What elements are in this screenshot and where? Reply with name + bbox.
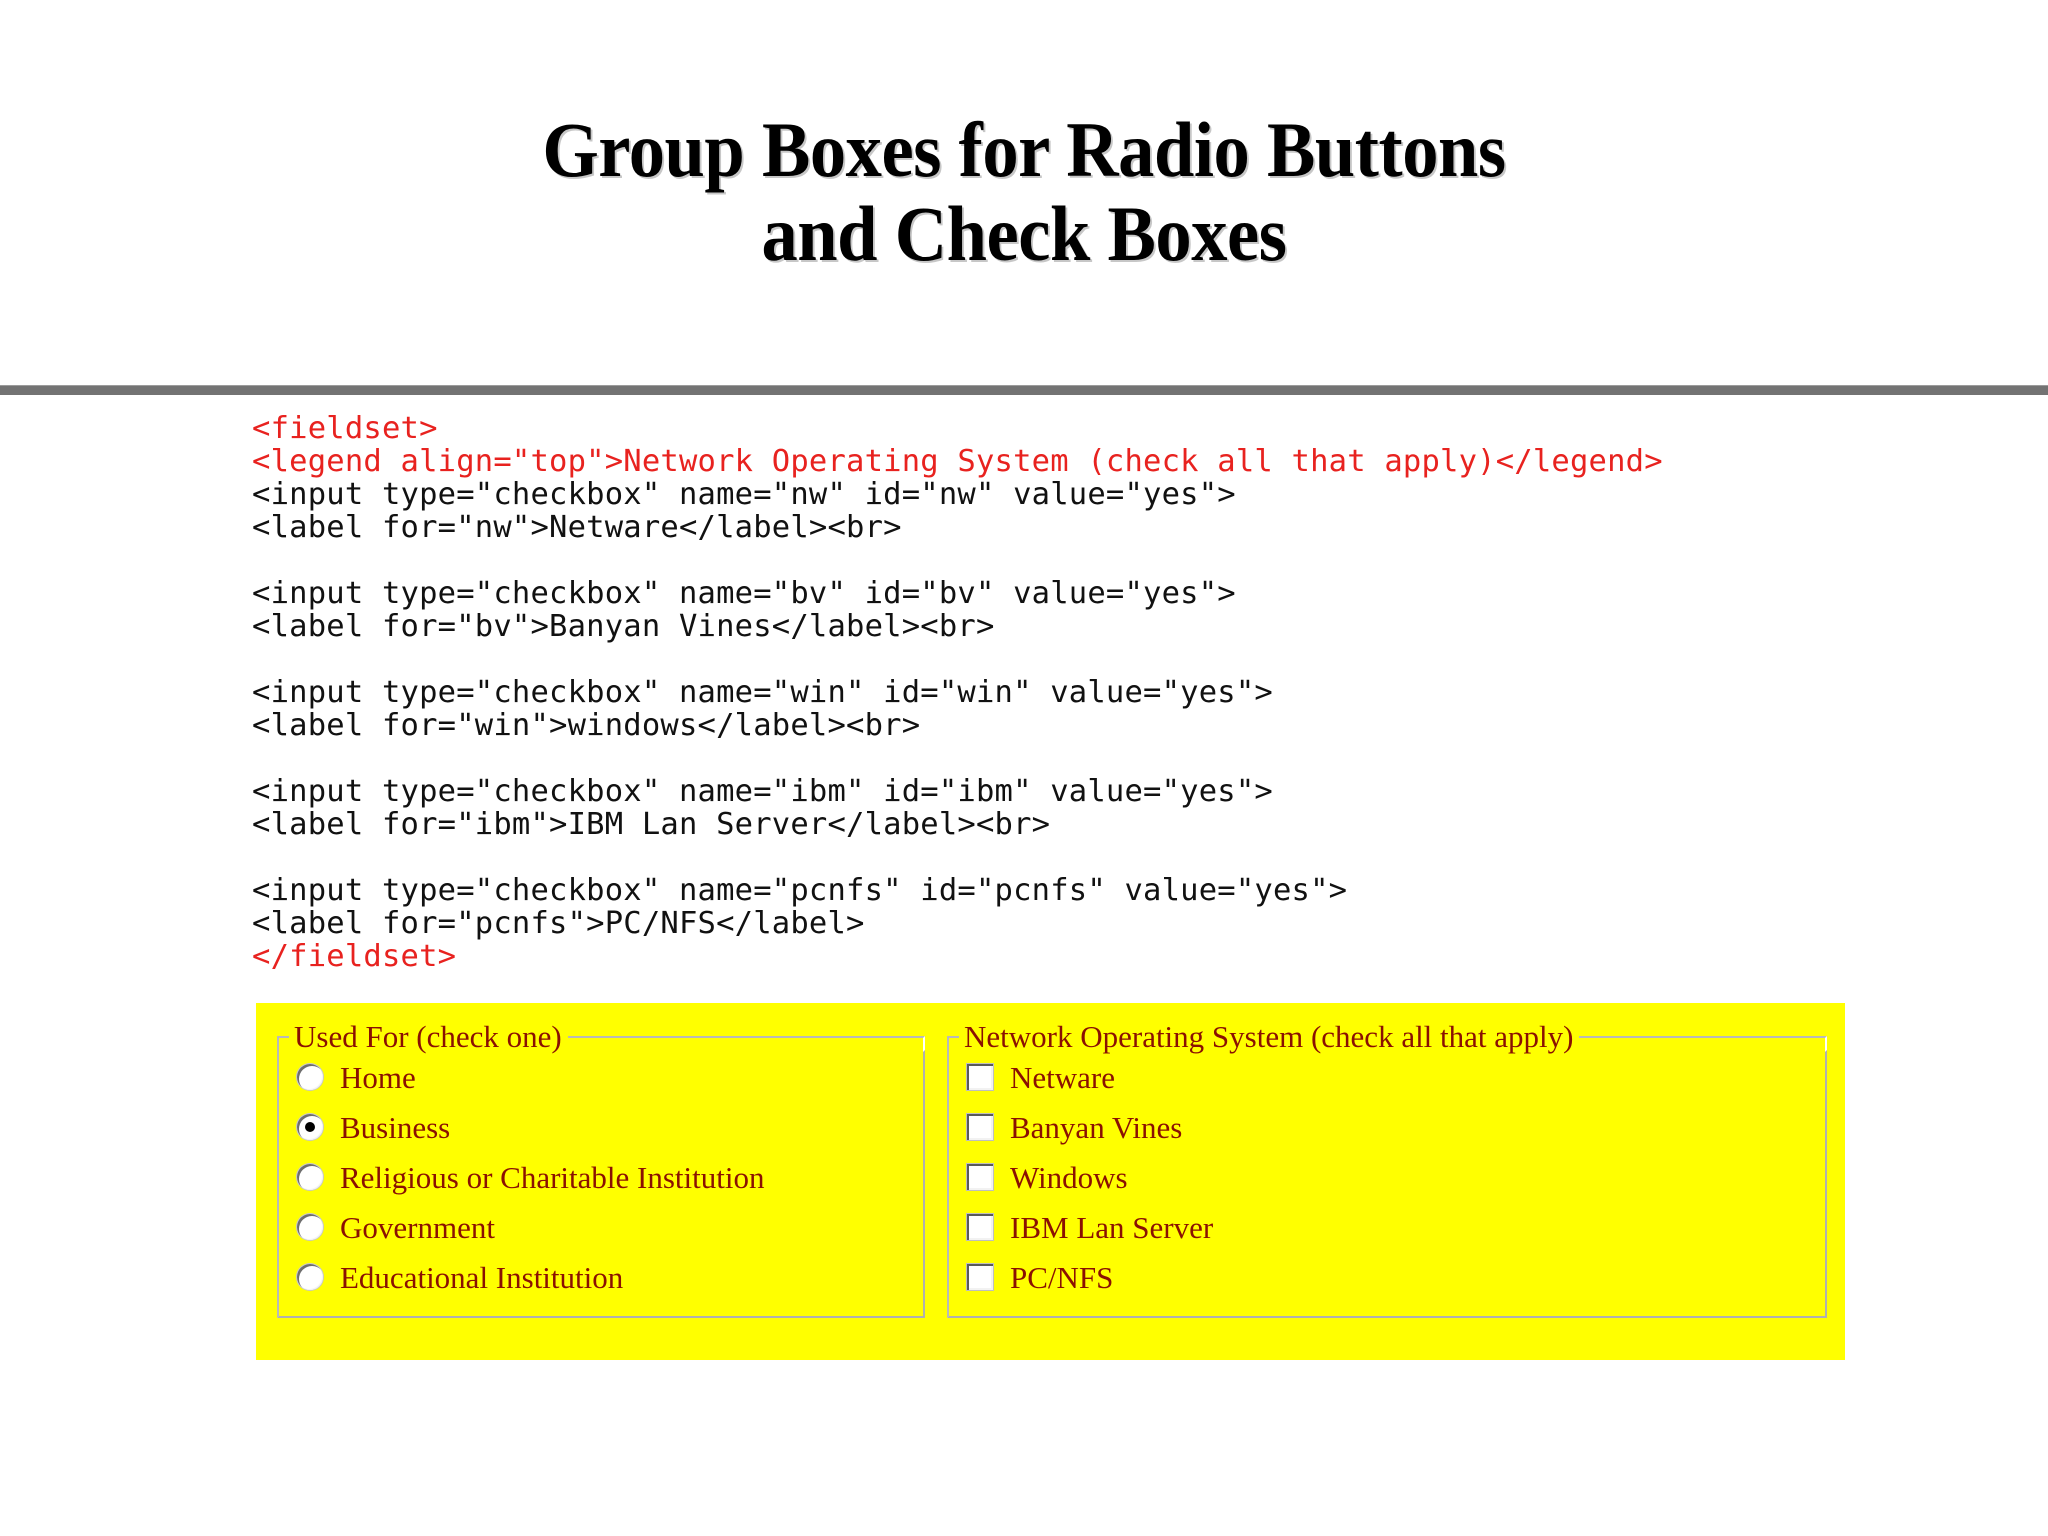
- code-line: <label for="win">windows</label><br>: [252, 708, 921, 743]
- checkbox-icon[interactable]: [967, 1214, 993, 1240]
- code-line: <input type="checkbox" name="pcnfs" id="…: [252, 873, 1348, 908]
- radio-button-icon[interactable]: [297, 1114, 323, 1140]
- radio-option-row[interactable]: Government: [279, 1202, 923, 1252]
- option-label[interactable]: PC/NFS: [1010, 1259, 1114, 1295]
- group-box-legend: Used For (check one): [294, 1019, 562, 1054]
- option-label[interactable]: Home: [340, 1059, 416, 1095]
- code-line-blank: [252, 841, 1663, 874]
- code-line: </fieldset>: [252, 939, 457, 974]
- radio-button-icon[interactable]: [297, 1214, 323, 1240]
- code-line: <legend align="top">Network Operating Sy…: [252, 444, 1663, 479]
- checkbox-icon[interactable]: [967, 1064, 993, 1090]
- code-line-blank: [252, 643, 1663, 676]
- html-code-listing: <fieldset><legend align="top">Network Op…: [252, 412, 1663, 973]
- radio-button-icon[interactable]: [297, 1264, 323, 1290]
- option-label[interactable]: Educational Institution: [340, 1259, 624, 1295]
- code-line: <label for="ibm">IBM Lan Server</label><…: [252, 807, 1051, 842]
- option-label[interactable]: Government: [340, 1209, 495, 1245]
- checkbox-option-row[interactable]: Banyan Vines: [949, 1102, 1825, 1152]
- option-label[interactable]: Windows: [1010, 1159, 1128, 1195]
- radio-button-icon[interactable]: [297, 1064, 323, 1090]
- checkbox-icon[interactable]: [967, 1264, 993, 1290]
- code-line-blank: [252, 742, 1663, 775]
- radio-button-icon[interactable]: [297, 1164, 323, 1190]
- option-label[interactable]: Netware: [1010, 1059, 1115, 1095]
- page-title: Group Boxes for Radio Buttons and Check …: [542, 106, 1506, 278]
- code-line: <label for="nw">Netware</label><br>: [252, 510, 902, 545]
- checkbox-option-row[interactable]: IBM Lan Server: [949, 1202, 1825, 1252]
- group-box-network-os: Network Operating System (check all that…: [947, 1021, 1827, 1318]
- code-line-blank: [252, 544, 1663, 577]
- code-line: <fieldset>: [252, 411, 438, 446]
- code-line: <input type="checkbox" name="bv" id="bv"…: [252, 576, 1236, 611]
- code-line: <input type="checkbox" name="win" id="wi…: [252, 675, 1273, 710]
- checkbox-option-row[interactable]: PC/NFS: [949, 1252, 1825, 1302]
- radio-option-row[interactable]: Religious or Charitable Institution: [279, 1152, 923, 1202]
- code-line: <label for="bv">Banyan Vines</label><br>: [252, 609, 995, 644]
- code-line: <input type="checkbox" name="ibm" id="ib…: [252, 774, 1273, 809]
- radio-option-row[interactable]: Educational Institution: [279, 1252, 923, 1302]
- option-label[interactable]: Banyan Vines: [1010, 1109, 1183, 1145]
- group-box-legend: Network Operating System (check all that…: [964, 1019, 1574, 1054]
- code-line: <input type="checkbox" name="nw" id="nw"…: [252, 477, 1236, 512]
- option-label[interactable]: Religious or Charitable Institution: [340, 1159, 765, 1195]
- radio-option-row[interactable]: Home: [279, 1052, 923, 1102]
- option-label[interactable]: IBM Lan Server: [1010, 1209, 1214, 1245]
- checkbox-option-row[interactable]: Netware: [949, 1052, 1825, 1102]
- title-divider-rule: [0, 385, 2048, 395]
- option-label[interactable]: Business: [340, 1109, 451, 1145]
- radio-option-row[interactable]: Business: [279, 1102, 923, 1152]
- checkbox-option-row[interactable]: Windows: [949, 1152, 1825, 1202]
- checkbox-icon[interactable]: [967, 1164, 993, 1190]
- checkbox-icon[interactable]: [967, 1114, 993, 1140]
- code-line: <label for="pcnfs">PC/NFS</label>: [252, 906, 865, 941]
